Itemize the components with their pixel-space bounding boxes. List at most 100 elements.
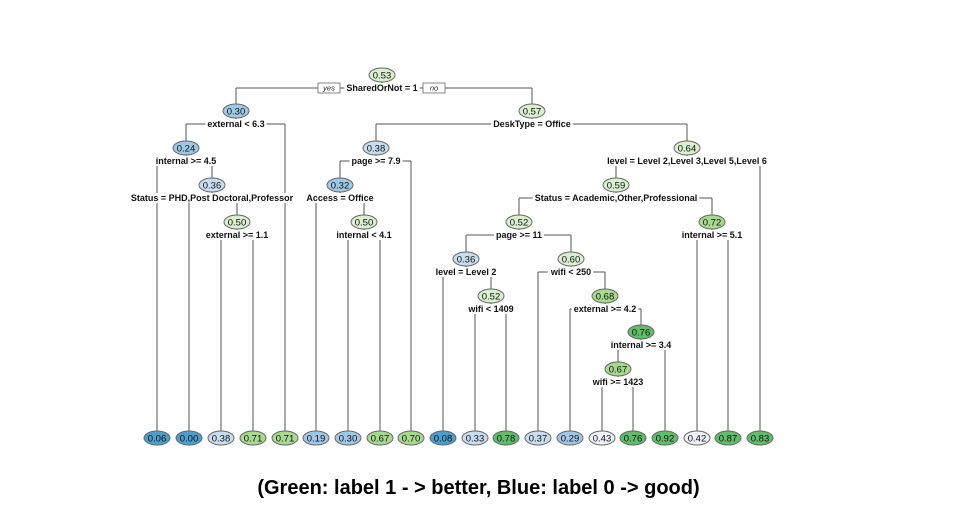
split-condition-label: internal >= 3.4 <box>611 340 672 350</box>
no-branch-tag: no <box>422 82 446 94</box>
split-label-background <box>679 230 745 240</box>
leaf-node: 0.83 <box>746 430 774 446</box>
split-label-background <box>128 193 296 203</box>
split-label-background <box>344 83 420 93</box>
split-node: 0.68 external >= 4.2 <box>571 288 639 314</box>
node-value: 0.08 <box>434 433 453 444</box>
leaf-node: 0.92 <box>651 430 679 446</box>
split-condition-label: Status = PHD,Post Doctoral,Professor <box>131 193 294 203</box>
leaf-node: 0.87 <box>714 430 742 446</box>
node-ellipse <box>492 430 520 446</box>
node-ellipse <box>556 430 584 446</box>
split-condition-label: wifi < 250 <box>550 267 591 277</box>
split-label-background <box>532 193 700 203</box>
split-condition-label: external < 6.3 <box>207 119 264 129</box>
leaf-node: 0.38 <box>207 430 235 446</box>
node-value: 0.37 <box>529 433 548 444</box>
node-value: 0.83 <box>751 433 770 444</box>
split-label-background <box>304 193 376 203</box>
leaf-node: 0.29 <box>556 430 584 446</box>
node-ellipse <box>207 430 235 446</box>
node-ellipse <box>350 214 378 230</box>
branch-tag-box <box>422 82 446 94</box>
node-value: 0.36 <box>457 254 476 265</box>
node-ellipse <box>239 430 267 446</box>
node-value: 0.43 <box>593 433 612 444</box>
node-ellipse <box>172 140 200 156</box>
split-label-background <box>571 304 639 314</box>
node-value: 0.87 <box>719 433 738 444</box>
leaf-node: 0.67 <box>366 430 394 446</box>
node-value: 0.76 <box>624 433 643 444</box>
node-ellipse <box>524 430 552 446</box>
split-label-background <box>349 156 403 166</box>
split-label-background <box>203 230 271 240</box>
node-ellipse <box>588 430 616 446</box>
node-value: 0.50 <box>228 217 247 228</box>
split-label-background <box>465 304 516 314</box>
node-value: 0.67 <box>609 364 628 375</box>
split-condition-label: DeskType = Office <box>493 119 571 129</box>
node-ellipse <box>366 430 394 446</box>
split-label-background <box>608 340 674 350</box>
node-value: 0.53 <box>373 70 392 81</box>
split-label-background <box>205 119 267 129</box>
split-condition-label: internal >= 4.5 <box>156 156 217 166</box>
node-ellipse <box>505 214 533 230</box>
split-condition-label: internal < 4.1 <box>336 230 391 240</box>
leaf-node: 0.71 <box>239 430 267 446</box>
split-label-background <box>547 267 594 277</box>
node-value: 0.50 <box>355 217 374 228</box>
node-ellipse <box>334 430 362 446</box>
node-ellipse <box>591 288 619 304</box>
node-value: 0.64 <box>678 143 697 154</box>
node-ellipse <box>302 430 330 446</box>
split-condition-label: wifi < 1409 <box>467 304 513 314</box>
branch-tag-text: no <box>430 84 438 93</box>
leaf-node: 0.43 <box>588 430 616 446</box>
node-value: 0.33 <box>466 433 485 444</box>
node-value: 0.60 <box>562 254 581 265</box>
leaf-node: 0.78 <box>492 430 520 446</box>
split-node: 0.60 wifi < 250 <box>547 251 594 277</box>
split-condition-label: external >= 4.2 <box>574 304 637 314</box>
node-value: 0.38 <box>367 143 386 154</box>
node-value: 0.52 <box>510 217 529 228</box>
node-value: 0.38 <box>212 433 231 444</box>
split-condition-label: page >= 11 <box>496 230 542 240</box>
leaf-node: 0.06 <box>143 430 171 446</box>
split-node: 0.76 internal >= 3.4 <box>608 324 674 350</box>
node-value: 0.71 <box>276 433 295 444</box>
node-value: 0.29 <box>561 433 580 444</box>
node-ellipse <box>198 177 226 193</box>
node-value: 0.24 <box>177 143 196 154</box>
split-label-background <box>491 119 573 129</box>
node-ellipse <box>604 361 632 377</box>
node-value: 0.76 <box>632 327 651 338</box>
node-value: 0.59 <box>607 180 626 191</box>
node-ellipse <box>362 140 390 156</box>
leaf-node: 0.30 <box>334 430 362 446</box>
leaf-node: 0.70 <box>397 430 425 446</box>
split-label-background <box>433 267 499 277</box>
branch-tag-text: yes <box>322 84 335 93</box>
node-ellipse <box>602 177 630 193</box>
node-ellipse <box>223 214 251 230</box>
node-ellipse <box>477 288 505 304</box>
node-value: 0.68 <box>596 291 615 302</box>
node-value: 0.30 <box>339 433 358 444</box>
node-ellipse <box>452 251 480 267</box>
leaf-node: 0.76 <box>619 430 647 446</box>
node-value: 0.36 <box>203 180 222 191</box>
node-ellipse <box>326 177 354 193</box>
